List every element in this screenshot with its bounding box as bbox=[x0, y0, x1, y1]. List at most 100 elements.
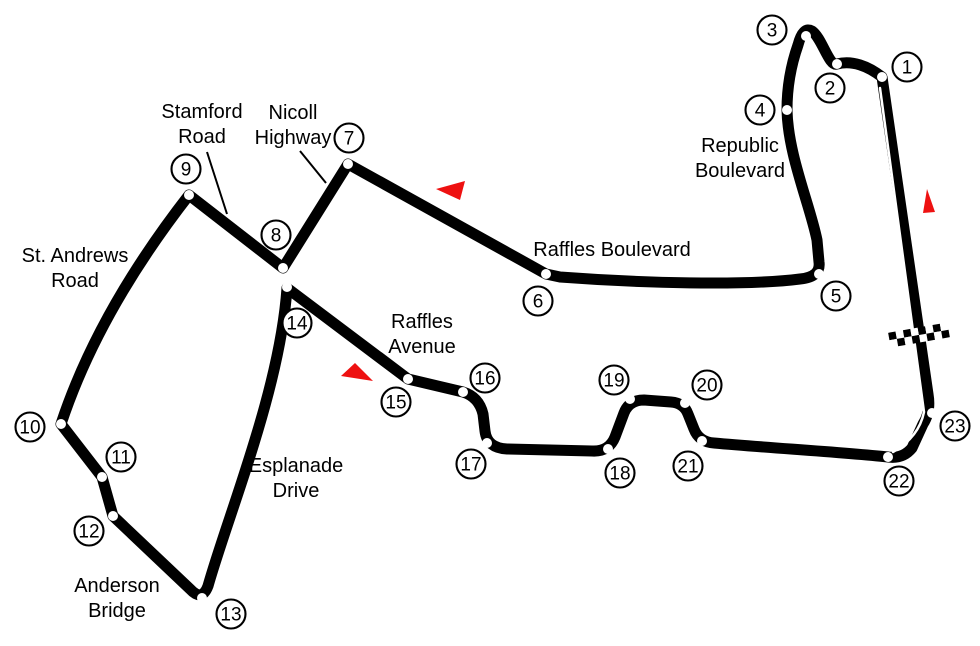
corner-badge-circle-12 bbox=[73, 515, 105, 547]
corner-number-10: 10 bbox=[19, 418, 40, 439]
corner-apex-dot-15 bbox=[403, 374, 413, 384]
st-andrews-road-line-1: St. Andrews bbox=[22, 245, 129, 267]
road-label-raffles-boulevard: Raffles Boulevard bbox=[533, 239, 691, 261]
corner-badge-circle-19 bbox=[598, 364, 630, 396]
corner-badge-circle-9 bbox=[170, 153, 202, 185]
corner-number-12: 12 bbox=[78, 522, 99, 543]
direction-arrow-pit-straight-icon bbox=[923, 189, 935, 213]
start-finish-checker-square bbox=[889, 338, 899, 348]
corner-number-13: 13 bbox=[220, 605, 241, 626]
corner-badge-circle-20 bbox=[691, 369, 723, 401]
nicoll-highway-line-1: Nicoll bbox=[269, 102, 318, 124]
republic-boulevard-line-2: Boulevard bbox=[695, 160, 785, 182]
raffles-avenue-line-1: Raffles bbox=[391, 311, 453, 333]
corner-badge-14: 14 bbox=[281, 307, 313, 339]
corner-badge-5: 5 bbox=[820, 280, 852, 312]
corner-number-1: 1 bbox=[902, 58, 913, 79]
corner-number-6: 6 bbox=[533, 292, 544, 313]
corner-number-8: 8 bbox=[271, 226, 282, 247]
esplanade-drive-line-2: Drive bbox=[273, 480, 320, 502]
corner-number-18: 18 bbox=[609, 464, 630, 485]
corner-apex-dot-22 bbox=[883, 452, 893, 462]
corner-apex-dot-20 bbox=[680, 398, 690, 408]
corner-badge-circle-22 bbox=[883, 465, 915, 497]
start-finish-checker-square bbox=[896, 337, 906, 347]
anderson-bridge-line-2: Bridge bbox=[88, 600, 146, 622]
stamford-road-line-1: Stamford bbox=[161, 101, 242, 123]
corner-badge-20: 20 bbox=[691, 369, 723, 401]
corner-apex-dot-14 bbox=[282, 282, 292, 292]
corner-badge-circle-18 bbox=[604, 457, 636, 489]
corner-number-15: 15 bbox=[385, 393, 406, 414]
start-finish-checker-square bbox=[926, 332, 936, 342]
corner-badge-18: 18 bbox=[604, 457, 636, 489]
corner-badge-circle-16 bbox=[469, 362, 501, 394]
corner-badge-7: 7 bbox=[333, 122, 365, 154]
start-finish-checker-square bbox=[904, 336, 913, 345]
corner-number-22: 22 bbox=[888, 472, 909, 493]
stamford-road-line-2: Road bbox=[178, 126, 226, 148]
start-finish-checker-square bbox=[917, 326, 927, 335]
corner-apex-dot-16 bbox=[458, 387, 468, 397]
direction-arrow-raffles-avenue-icon bbox=[341, 363, 373, 381]
corner-badge-13: 13 bbox=[215, 598, 247, 630]
corner-apex-dot-5 bbox=[814, 269, 824, 279]
corner-number-23: 23 bbox=[944, 417, 965, 438]
corner-badge-circle-15 bbox=[380, 386, 412, 418]
start-finish-checker-square bbox=[941, 329, 950, 339]
corner-badge-21: 21 bbox=[672, 450, 704, 482]
st-andrews-road-line-2: Road bbox=[51, 270, 99, 292]
corner-apex-dot-7 bbox=[343, 159, 353, 169]
republic-boulevard-line-1: Republic bbox=[701, 135, 779, 157]
corner-badge-9: 9 bbox=[170, 153, 202, 185]
corner-badge-3: 3 bbox=[756, 14, 788, 46]
corner-number-16: 16 bbox=[474, 369, 495, 390]
corner-badge-circle-17 bbox=[455, 448, 487, 480]
corner-badge-circle-5 bbox=[820, 280, 852, 312]
corner-number-7: 7 bbox=[344, 129, 355, 150]
nicoll-highway-line-2: Highway bbox=[255, 127, 332, 149]
corner-badge-4: 4 bbox=[744, 94, 776, 126]
corner-number-19: 19 bbox=[603, 371, 624, 392]
corner-badge-11: 11 bbox=[105, 441, 137, 473]
corner-number-14: 14 bbox=[286, 314, 308, 335]
corner-apex-dot-12 bbox=[108, 511, 118, 521]
corner-apex-dot-23 bbox=[927, 408, 937, 418]
corner-apex-dot-6 bbox=[541, 269, 551, 279]
corner-apex-dot-10 bbox=[56, 419, 66, 429]
direction-arrow-raffles-boulevard-icon bbox=[436, 181, 465, 200]
corner-apex-dot-4 bbox=[782, 105, 792, 115]
corner-apex-dot-3 bbox=[801, 31, 811, 41]
start-finish-checker-square bbox=[911, 335, 921, 344]
corner-badge-circle-4 bbox=[744, 94, 776, 126]
start-finish-checker-square bbox=[919, 333, 928, 343]
corner-apex-dot-13 bbox=[197, 593, 207, 603]
corner-badge-12: 12 bbox=[73, 515, 105, 547]
start-finish-checker-square bbox=[932, 323, 942, 333]
corner-apex-dot-17 bbox=[482, 438, 492, 448]
start-finish-checker-square bbox=[902, 328, 912, 338]
corner-number-2: 2 bbox=[825, 79, 836, 100]
corner-number-9: 9 bbox=[181, 160, 192, 181]
start-finish-checker-square bbox=[925, 325, 934, 334]
corner-badge-circle-7 bbox=[333, 122, 365, 154]
corner-number-21: 21 bbox=[677, 457, 698, 478]
corner-badge-23: 23 bbox=[939, 410, 971, 442]
corner-apex-dot-9 bbox=[184, 190, 194, 200]
corner-badge-circle-6 bbox=[522, 285, 554, 317]
corner-badge-2: 2 bbox=[814, 72, 846, 104]
corner-badge-15: 15 bbox=[380, 386, 412, 418]
corner-apex-dot-8 bbox=[278, 263, 288, 273]
corner-badge-circle-23 bbox=[939, 410, 971, 442]
corner-badge-circle-11 bbox=[105, 441, 137, 473]
corner-number-20: 20 bbox=[696, 376, 717, 397]
corner-apex-dot-18 bbox=[603, 444, 613, 454]
corner-badge-circle-3 bbox=[756, 14, 788, 46]
corner-badge-circle-1 bbox=[891, 51, 923, 83]
raffles-avenue-line-2: Avenue bbox=[388, 336, 455, 358]
